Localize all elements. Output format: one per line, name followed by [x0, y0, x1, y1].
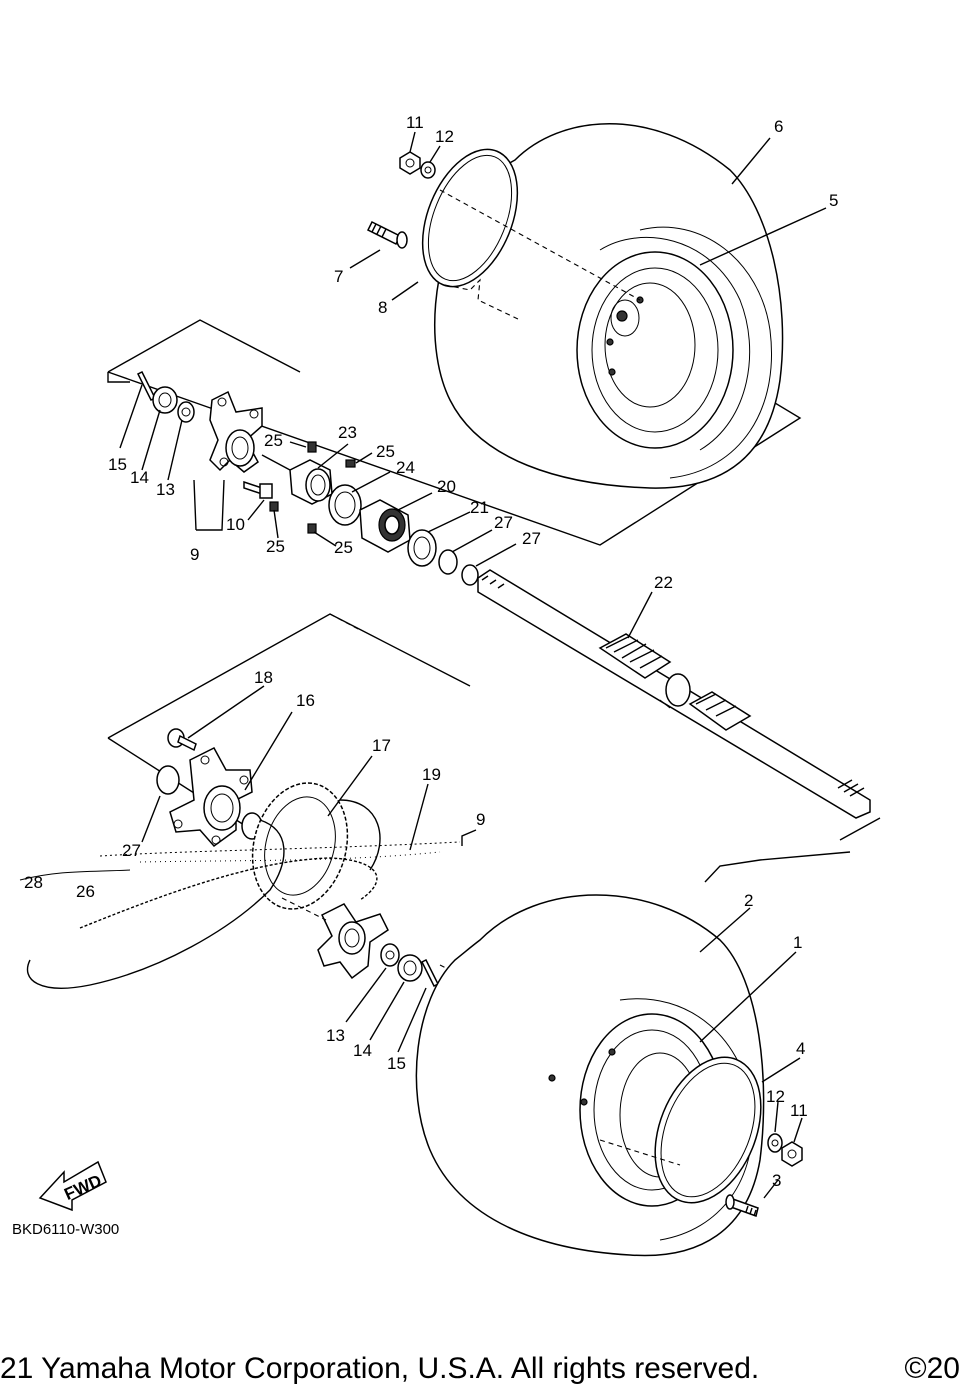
hub-upper — [209, 390, 263, 473]
bearing-20 — [359, 499, 411, 553]
callout-20: 20 — [437, 477, 456, 496]
callout-18: 18 — [254, 668, 273, 687]
o-ring-lower — [156, 765, 180, 795]
grease-nipple-d — [307, 523, 317, 534]
copyright-text: 21 Yamaha Motor Corporation, U.S.A. All … — [0, 1352, 760, 1385]
sprocket-17 — [251, 782, 349, 910]
rim-upper — [576, 251, 734, 449]
nut-lower — [781, 1141, 803, 1167]
callout-25-d: 25 — [334, 538, 353, 557]
callout-15-upper: 15 — [108, 455, 127, 474]
rear-axle — [477, 569, 871, 819]
callout-14-lower: 14 — [353, 1041, 372, 1060]
callout-9-upper: 9 — [190, 545, 199, 564]
callout-26: 26 — [76, 882, 95, 901]
callout-14-upper: 14 — [130, 468, 149, 487]
callout-1: 1 — [793, 933, 802, 952]
callout-25-b: 25 — [376, 442, 395, 461]
copyright-footer: 21 Yamaha Motor Corporation, U.S.A. All … — [0, 1352, 960, 1399]
callout-12-lower: 12 — [766, 1087, 785, 1106]
washer-13-upper — [177, 401, 195, 423]
castle-nut-upper — [152, 386, 178, 414]
callout-9-lower: 9 — [476, 810, 485, 829]
callout-4: 4 — [796, 1039, 805, 1058]
callout-numbers: 11 12 6 5 7 8 15 14 13 25 23 25 24 20 10… — [24, 113, 838, 1190]
callout-10: 10 — [226, 515, 245, 534]
callout-12-upper: 12 — [435, 127, 454, 146]
drive-chain — [79, 857, 378, 929]
seal-24 — [328, 484, 362, 526]
callout-3: 3 — [772, 1171, 781, 1190]
callout-7: 7 — [334, 267, 343, 286]
callout-6: 6 — [774, 117, 783, 136]
callout-11-upper: 11 — [406, 113, 424, 132]
castle-nut-lower — [397, 954, 423, 982]
hub-lower — [317, 903, 389, 980]
callout-22: 22 — [654, 573, 673, 592]
callout-5: 5 — [829, 191, 838, 210]
callout-2: 2 — [744, 891, 753, 910]
callout-25-c: 25 — [266, 537, 285, 556]
copyright-year: ©20 — [904, 1352, 960, 1385]
callout-27-c: 27 — [122, 841, 141, 860]
callout-15-lower: 15 — [387, 1054, 406, 1073]
leader-lines — [119, 131, 827, 1199]
o-ring-27b — [461, 564, 479, 586]
washer-12-lower — [767, 1133, 783, 1153]
callout-17: 17 — [372, 736, 391, 755]
callout-23: 23 — [338, 423, 357, 442]
callout-19: 19 — [422, 765, 441, 784]
callout-27-b: 27 — [522, 529, 541, 548]
nut-upper — [399, 151, 421, 175]
callout-8: 8 — [378, 298, 387, 317]
collar-21 — [407, 529, 437, 567]
cotter-pin-lower — [420, 958, 440, 988]
lower-wheel — [415, 894, 765, 1257]
sprocket-hub — [169, 747, 253, 848]
valve-lower — [725, 1194, 759, 1217]
callout-13-upper: 13 — [156, 480, 175, 499]
callout-11-lower: 11 — [790, 1101, 808, 1120]
callout-24: 24 — [396, 458, 415, 477]
callout-21: 21 — [470, 498, 489, 517]
parts-diagram: 11 12 6 5 7 8 15 14 13 25 23 25 24 20 10… — [12, 113, 881, 1257]
callout-28: 28 — [24, 873, 43, 892]
cotter-pin-upper — [136, 370, 157, 402]
fwd-arrow: FWD — [38, 1160, 107, 1212]
upper-wheel — [421, 123, 784, 489]
bead-ring-upper — [421, 148, 519, 288]
washer-upper — [420, 161, 436, 179]
bead-ring-lower — [654, 1056, 762, 1204]
grease-nipple-c — [269, 501, 279, 512]
callout-16: 16 — [296, 691, 315, 710]
callout-25-a: 25 — [264, 431, 283, 450]
valve-upper — [366, 220, 408, 249]
bolt-18 — [167, 728, 197, 752]
drawing-code: BKD6110-W300 — [12, 1221, 119, 1238]
grease-nipple-b — [345, 459, 356, 468]
chain-guard — [26, 819, 285, 989]
grease-nipple-a — [307, 441, 317, 453]
callout-27-a: 27 — [494, 513, 513, 532]
callout-13-lower: 13 — [326, 1026, 345, 1045]
bearing-housing — [289, 459, 333, 505]
washer-13-lower — [380, 943, 400, 967]
o-ring-27a — [438, 549, 458, 575]
